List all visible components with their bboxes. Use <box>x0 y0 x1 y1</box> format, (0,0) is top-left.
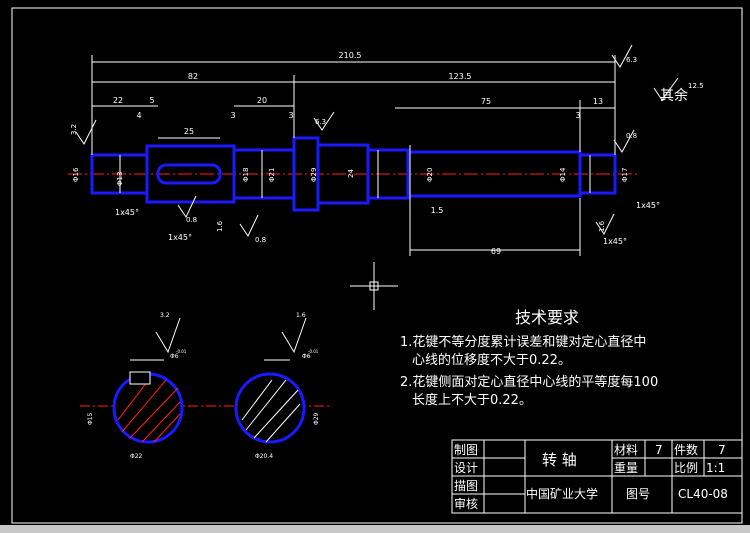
dim-123-5: 123.5 <box>449 72 472 81</box>
dia-13: Φ13 <box>116 172 124 186</box>
dim-24: 24 <box>347 169 355 178</box>
roughness-symbols <box>75 44 679 238</box>
dia-18: Φ18 <box>242 168 250 182</box>
title-block <box>451 439 743 514</box>
section-view-1 <box>112 317 184 444</box>
title-block-text: 制图 设计 描图 审核 转 轴 材料 7 件数 7 重量 比例 1:1 中国矿业… <box>454 442 728 511</box>
sec1-phi22: Φ22 <box>130 453 143 460</box>
other-surfaces-note: 其余 <box>660 87 688 104</box>
tb-part-name: 转 轴 <box>542 451 577 469</box>
section-labels: 3.2 1.6 Φ6 -0.01 Φ6 -0.01 Φ15 Φ22 Φ29 Φ2… <box>87 312 320 460</box>
dia-16: Φ16 <box>72 167 80 182</box>
tb-cailiao: 材料 <box>614 443 638 457</box>
dim-22: 22 <box>113 96 123 105</box>
tech-line-2b: 长度上不大于0.22。 <box>412 392 532 408</box>
dim-3c: 3 <box>575 111 580 120</box>
sec1-phi6-tol: -0.01 <box>176 349 187 354</box>
dimension-lines <box>91 55 616 256</box>
dia-17: Φ17 <box>621 168 629 182</box>
sec2-phi29: Φ29 <box>313 412 320 425</box>
sec2-phi6: Φ6 <box>302 353 311 360</box>
tb-tuhao: 图号 <box>626 487 650 501</box>
roughness-labels: 6.3 3.2 0.8 0.8 6.3 0.8 12.5 <box>70 56 704 244</box>
sec2-phi6-tol: -0.01 <box>308 349 319 354</box>
shaft-detail-lines <box>119 145 591 203</box>
dim-69: 69 <box>491 247 501 256</box>
tb-school: 中国矿业大学 <box>526 486 598 501</box>
drawing-frame <box>11 7 743 524</box>
dim-5: 5 <box>149 96 154 105</box>
shaft-outline <box>90 136 617 212</box>
tb-jianshu: 件数 <box>674 442 698 457</box>
dim-25: 25 <box>184 127 194 136</box>
tb-sheji: 设计 <box>454 461 478 475</box>
roughness-12-5: 12.5 <box>688 82 704 90</box>
tb-cailiao-val: 7 <box>655 443 663 457</box>
dia-20: Φ20 <box>426 168 434 182</box>
tb-zhitu: 制图 <box>454 443 478 457</box>
chamfer-2: 1x45° <box>168 233 192 242</box>
sec1-roughness: 3.2 <box>160 312 170 319</box>
sec1-phi6: Φ6 <box>170 353 179 360</box>
tb-miaotu: 描图 <box>454 479 478 493</box>
section-view-2 <box>234 317 307 444</box>
dim-3b: 3 <box>288 111 293 120</box>
dim-1-6-b: 1.6 <box>598 220 606 232</box>
roughness-6-3: 6.3 <box>315 118 326 126</box>
status-bar <box>0 525 750 533</box>
roughness-0-8-a: 0.8 <box>186 216 197 224</box>
tb-bili: 比例 <box>674 461 698 475</box>
tb-jianshu-val: 7 <box>718 443 726 457</box>
dim-1-5: 1.5 <box>431 206 444 215</box>
tb-zhongliang: 重量 <box>614 461 638 475</box>
dim-4: 4 <box>136 111 141 120</box>
dia-29: Φ29 <box>310 168 318 182</box>
dim-13: 13 <box>593 97 603 106</box>
tech-title: 技术要求 <box>515 308 579 327</box>
chamfer-4: 1x45° <box>603 237 627 246</box>
roughness-top: 6.3 <box>626 56 637 64</box>
dim-82: 82 <box>188 72 198 81</box>
dim-75: 75 <box>481 97 491 106</box>
dimension-labels: 210.5 82 123.5 22 5 4 25 3 20 3 75 3 13 … <box>113 51 660 256</box>
tb-shenhe: 审核 <box>454 496 478 511</box>
tb-tuhao-val: CL40-08 <box>678 487 728 501</box>
chamfer-3: 1x45° <box>636 201 660 210</box>
tech-line-1: 1.花键不等分度累计误差和键对定心直径中 <box>400 334 646 350</box>
tech-line-2: 2.花键侧面对定心直径中心线的平等度每100 <box>400 374 658 390</box>
dia-21: Φ21 <box>268 168 276 182</box>
roughness-0-8-c: 0.8 <box>626 132 637 140</box>
chamfer-1: 1x45° <box>115 208 139 217</box>
tb-bili-val: 1:1 <box>706 461 725 475</box>
sec2-phi20: Φ20.4 <box>255 453 273 460</box>
crosshair-cursor <box>350 262 398 310</box>
roughness-left: 3.2 <box>70 124 78 135</box>
sec1-phi15: Φ15 <box>87 412 94 425</box>
dim-1-6-a: 1.6 <box>216 220 224 232</box>
tech-line-1b: 心线的位移度不大于0.22。 <box>412 352 571 368</box>
dim-3a: 3 <box>230 111 235 120</box>
sec2-roughness: 1.6 <box>296 312 306 319</box>
diameter-labels: Φ16 Φ13 Φ18 Φ21 Φ29 24 Φ20 Φ14 Φ17 1.6 1… <box>72 167 629 232</box>
dim-20: 20 <box>257 96 267 105</box>
roughness-0-8-b: 0.8 <box>255 236 266 244</box>
dim-total: 210.5 <box>339 51 362 60</box>
dia-14: Φ14 <box>559 167 567 182</box>
